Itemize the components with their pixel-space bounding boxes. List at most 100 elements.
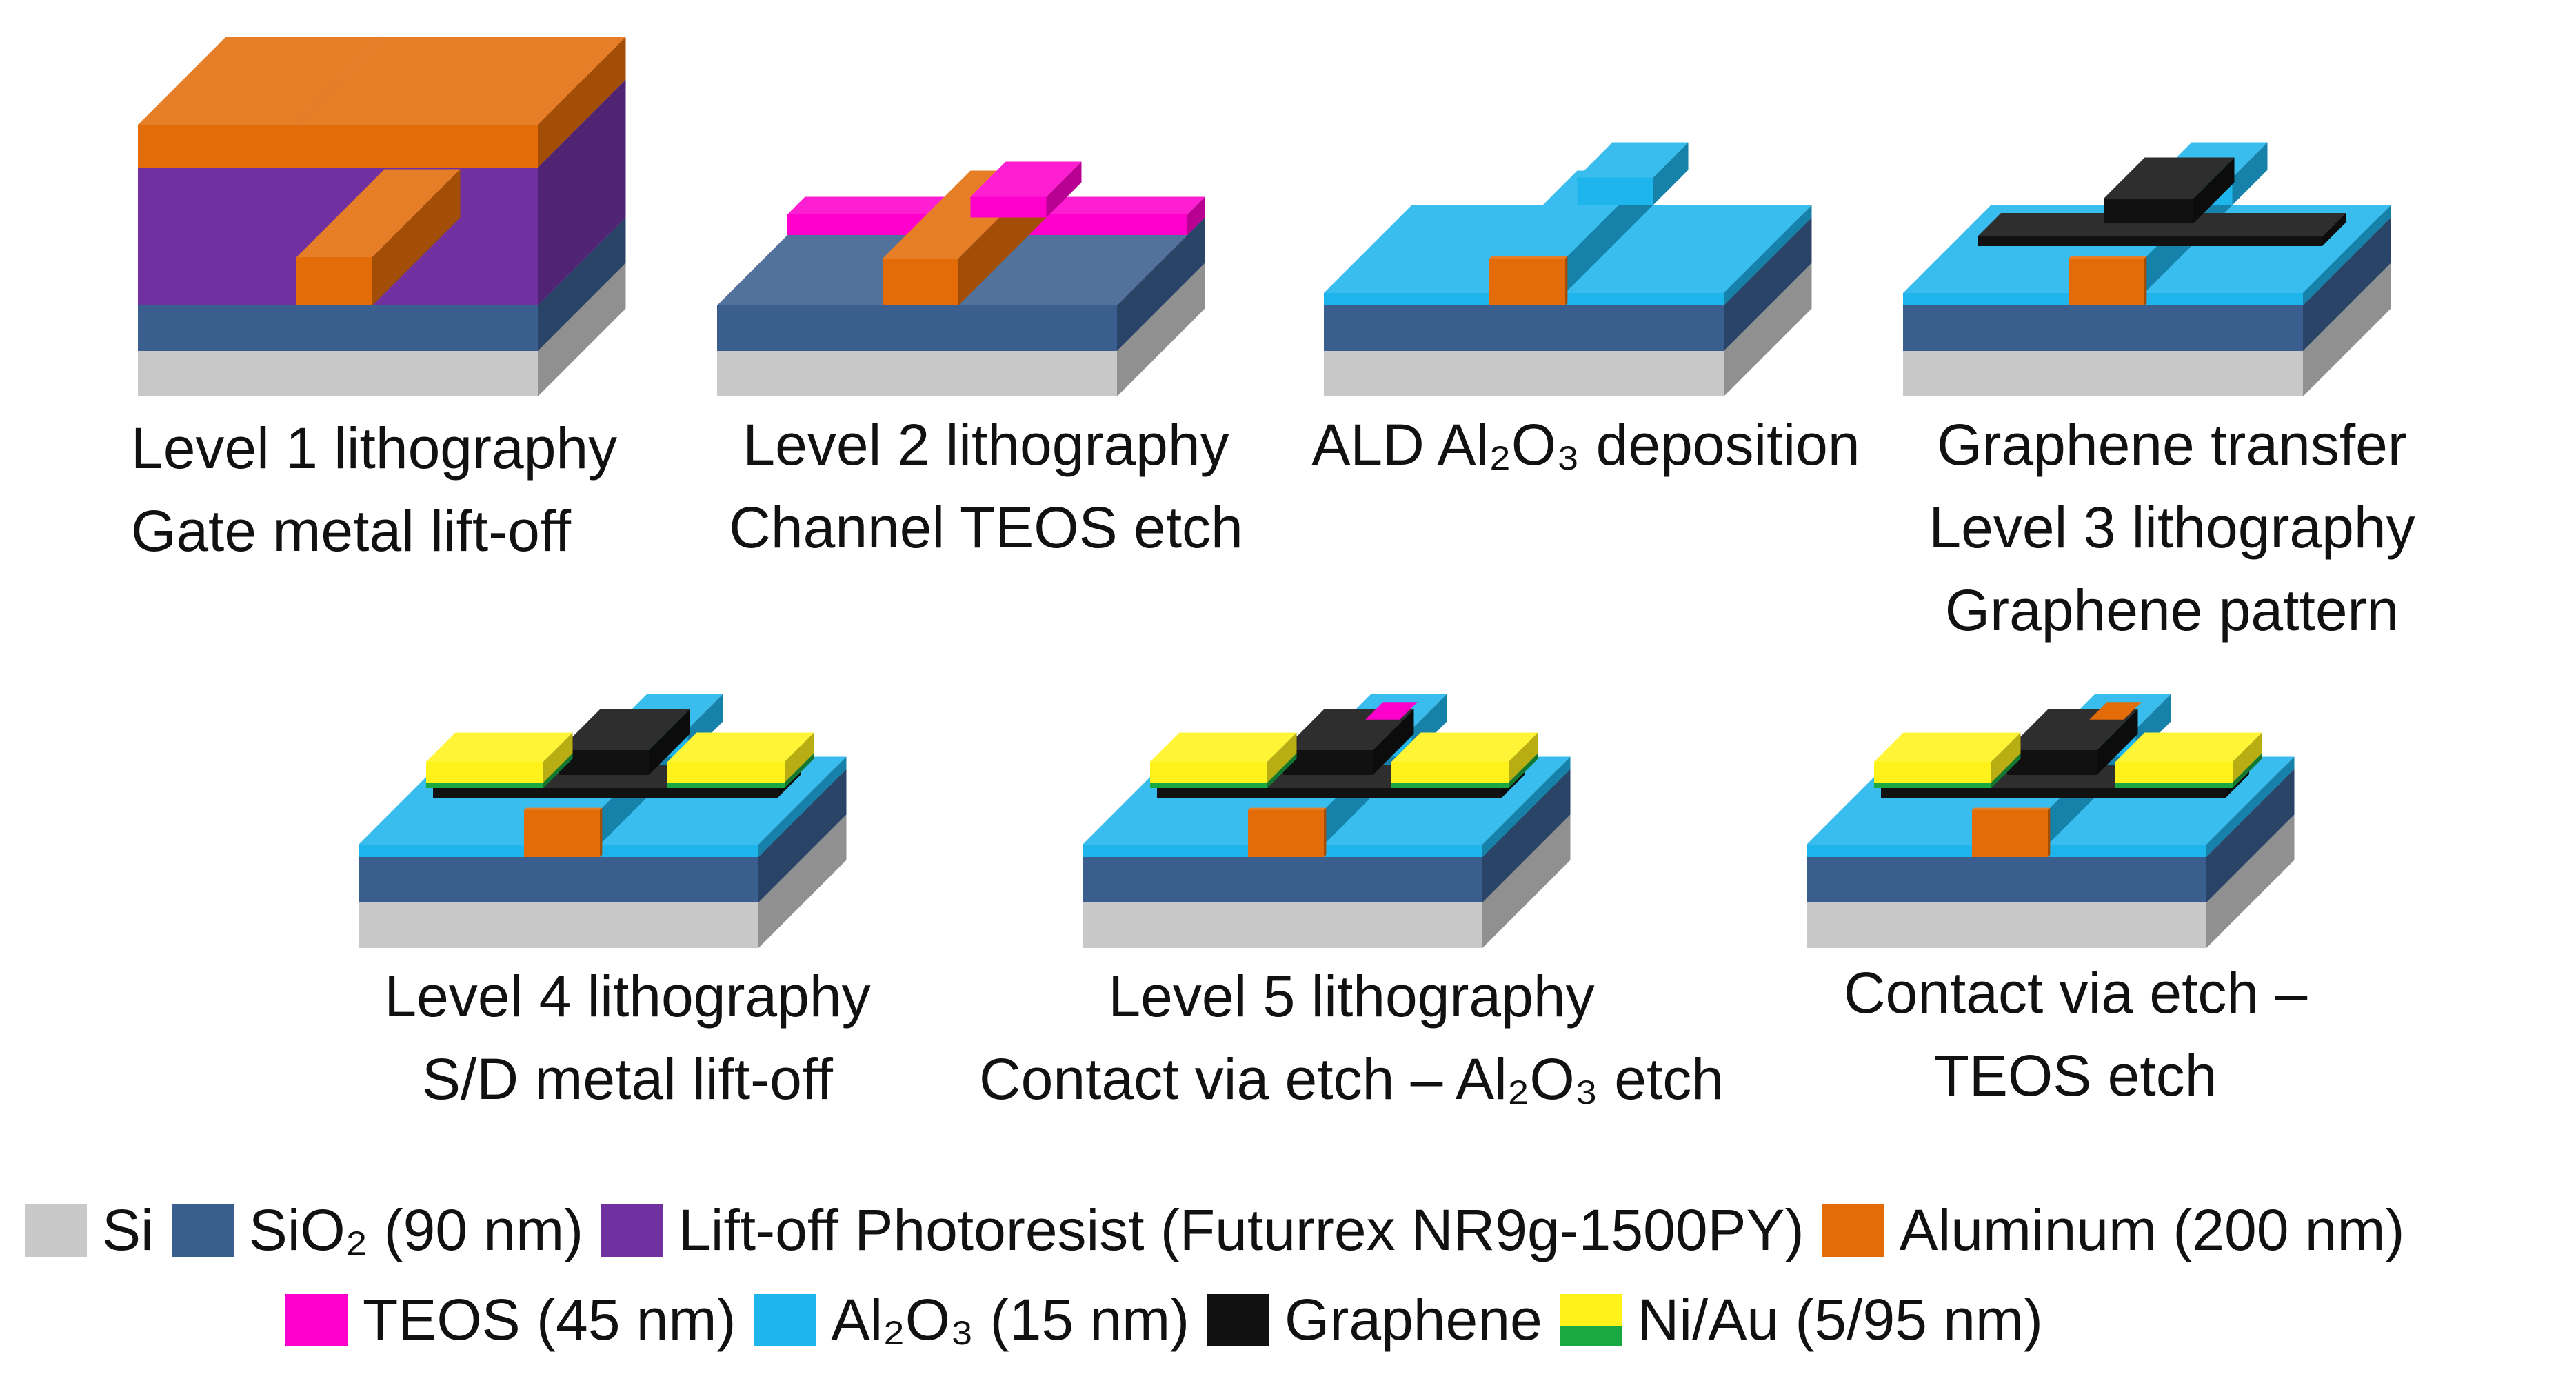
graphene-channel-top (559, 709, 690, 750)
nickel-right-top (667, 732, 814, 762)
legend-label-aluminum: Aluminum (200 nm) (1899, 1198, 2405, 1262)
legend-swatch-teos (285, 1293, 348, 1346)
legend-item-niau: Ni/Au (5/95 nm) (1560, 1286, 2043, 1353)
nickel-left-front (1150, 762, 1267, 783)
nickel-right-front (2115, 762, 2233, 783)
legend-swatch-niau (1560, 1293, 1622, 1346)
graphene-channel-side (1373, 709, 1414, 775)
gold-left-side (1267, 753, 1297, 788)
al2o3-base-side (2206, 756, 2295, 857)
legend-item-photoresist: Lift-off Photoresist (Futurrex NR9g-1500… (601, 1197, 1804, 1264)
sio2-layer-front (359, 857, 758, 902)
nickel-right-side (2233, 732, 2262, 783)
nickel-left-top (1874, 732, 2021, 762)
gate-aluminum-top (296, 169, 461, 257)
gate-aluminum-front (1972, 810, 2048, 857)
legend-label-sio2: SiO₂ (90 nm) (248, 1198, 584, 1262)
gold-left-side (1991, 753, 2021, 788)
teos-pad-top (970, 161, 1082, 197)
nickel-left-front (1874, 762, 1991, 783)
nickel-right-front (667, 762, 785, 783)
gold-left-front (1150, 783, 1267, 788)
nickel-left-side (543, 732, 573, 783)
legend-swatch-photoresist (601, 1204, 664, 1257)
sio2-layer-front (1903, 305, 2303, 351)
al2o3-pad-side (1653, 142, 1689, 205)
sio2-layer-side (758, 769, 847, 902)
sio2-layer-side (1724, 217, 1812, 351)
si-layer-side (538, 263, 626, 396)
sio2-layer-front (1324, 305, 1724, 351)
legend-swatch-sio2 (171, 1204, 234, 1257)
gate-aluminum-front (296, 257, 372, 305)
nickel-left-top (1150, 732, 1297, 762)
legend-item-aluminum: Aluminum (200 nm) (1822, 1197, 2405, 1264)
si-layer-side (1117, 263, 1205, 396)
legend-swatch-al2o3 (754, 1293, 816, 1346)
panel-level4 (359, 694, 847, 948)
sio2-layer-side (538, 217, 626, 351)
graphene-strip-front (1978, 236, 2322, 246)
aluminum-left-top (138, 37, 385, 125)
contact-via (2089, 702, 2142, 720)
graphene-channel-front (1283, 750, 1373, 775)
si-layer-front (1083, 902, 1482, 948)
al2o3-pad-top (1577, 142, 1689, 178)
gate-aluminum-top (1248, 807, 1327, 810)
gold-left-front (426, 783, 543, 788)
caption-ald: ALD Al₂O₃ deposition (1311, 412, 1860, 477)
panel-ald (1324, 142, 1812, 396)
gold-left-side (543, 753, 573, 788)
sio2-layer-side (1117, 217, 1205, 351)
sio2-layer-side (2303, 217, 2391, 351)
aluminum-right-front (296, 125, 538, 168)
legend-item-sio2: SiO₂ (90 nm) (171, 1197, 584, 1264)
nickel-right-side (785, 732, 814, 783)
legend-label-niau: Ni/Au (5/95 nm) (1637, 1287, 2043, 1352)
legend-label-photoresist: Lift-off Photoresist (Futurrex NR9g-1500… (678, 1198, 1804, 1262)
si-layer-front (138, 351, 538, 396)
graphene-channel-front (2007, 750, 2097, 775)
si-layer-side (1724, 263, 1812, 396)
panel-level5 (1083, 694, 1571, 948)
legend-label-al2o3: Al₂O₃ (15 nm) (831, 1287, 1190, 1352)
sio2-layer-front (1083, 857, 1482, 902)
gold-right-front (667, 783, 785, 788)
graphene-channel-front (559, 750, 649, 775)
al2o3-base-side (2303, 205, 2391, 305)
legend-label-si: Si (102, 1198, 154, 1262)
gate-aluminum-top (2069, 256, 2147, 259)
graphene-channel-top (2104, 157, 2235, 199)
aluminum-left-front (138, 125, 296, 168)
gate-aluminum-top (524, 807, 603, 810)
al2o3-pad-side (2232, 142, 2268, 205)
gate-aluminum-side (2048, 807, 2051, 857)
graphene-strip-side (2322, 213, 2346, 246)
gate-aluminum-top (1489, 256, 1568, 259)
nickel-right-top (1391, 732, 1538, 762)
sio2-layer-side (2206, 769, 2295, 902)
sio2-layer-side (1482, 769, 1571, 902)
gate-aluminum-top (1972, 807, 2051, 810)
legend-row-2: TEOS (45 nm) Al₂O₃ (15 nm) Graphene Ni/A… (285, 1286, 2061, 1353)
si-layer-front (1903, 351, 2303, 396)
graphene-channel-side (649, 709, 690, 775)
gold-right-side (2233, 753, 2262, 788)
graphene-channel-side (2097, 709, 2138, 775)
legend-item-graphene: Graphene (1207, 1286, 1542, 1353)
teos-strip-side (1187, 196, 1205, 235)
graphene-strip-front (433, 788, 778, 798)
sio2-layer-front (138, 305, 538, 351)
si-layer-front (1807, 902, 2206, 948)
si-layer-front (717, 351, 1117, 396)
aluminum-right-top (296, 37, 626, 125)
graphene-strip-top (1978, 213, 2346, 236)
gate-aluminum-front (1489, 259, 1565, 305)
si-layer-front (359, 902, 758, 948)
nickel-right-top (2115, 732, 2262, 762)
graphene-channel-side (2193, 157, 2235, 223)
